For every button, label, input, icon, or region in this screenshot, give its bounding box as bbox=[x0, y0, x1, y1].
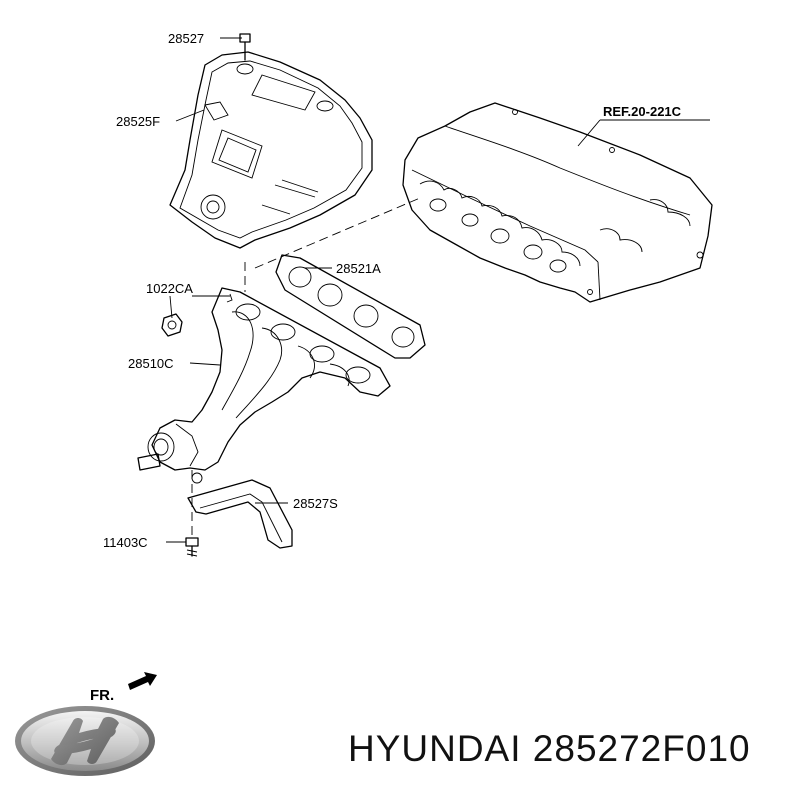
front-arrow-icon bbox=[128, 672, 157, 690]
label-28521A: 28521A bbox=[336, 261, 381, 276]
leader-lines bbox=[166, 37, 710, 543]
part-caption: HYUNDAI 285272F010 bbox=[348, 728, 751, 769]
label-28525F: 28525F bbox=[116, 114, 160, 129]
label-28510C: 28510C bbox=[128, 356, 174, 371]
heat-shield bbox=[169, 51, 373, 249]
cylinder-head bbox=[402, 102, 713, 303]
alignment-lines bbox=[191, 197, 421, 538]
manifold-bracket bbox=[187, 472, 293, 549]
bolt-28527-top bbox=[239, 33, 251, 61]
label-28527-top: 28527 bbox=[168, 31, 204, 46]
front-direction-indicator: FR. bbox=[90, 672, 157, 704]
label-11403C: 11403C bbox=[103, 535, 148, 550]
label-ref-cylinder-head: REF.20-221C bbox=[603, 104, 682, 119]
hyundai-logo bbox=[15, 706, 155, 776]
label-1022CA: 1022CA bbox=[146, 281, 193, 296]
front-label: FR. bbox=[90, 687, 114, 704]
bolt-11403C bbox=[185, 537, 199, 557]
nut-1022CA bbox=[161, 313, 183, 337]
label-28527S: 28527S bbox=[293, 496, 338, 511]
exhaust-gasket bbox=[275, 254, 426, 359]
exhaust-manifold bbox=[137, 287, 391, 471]
